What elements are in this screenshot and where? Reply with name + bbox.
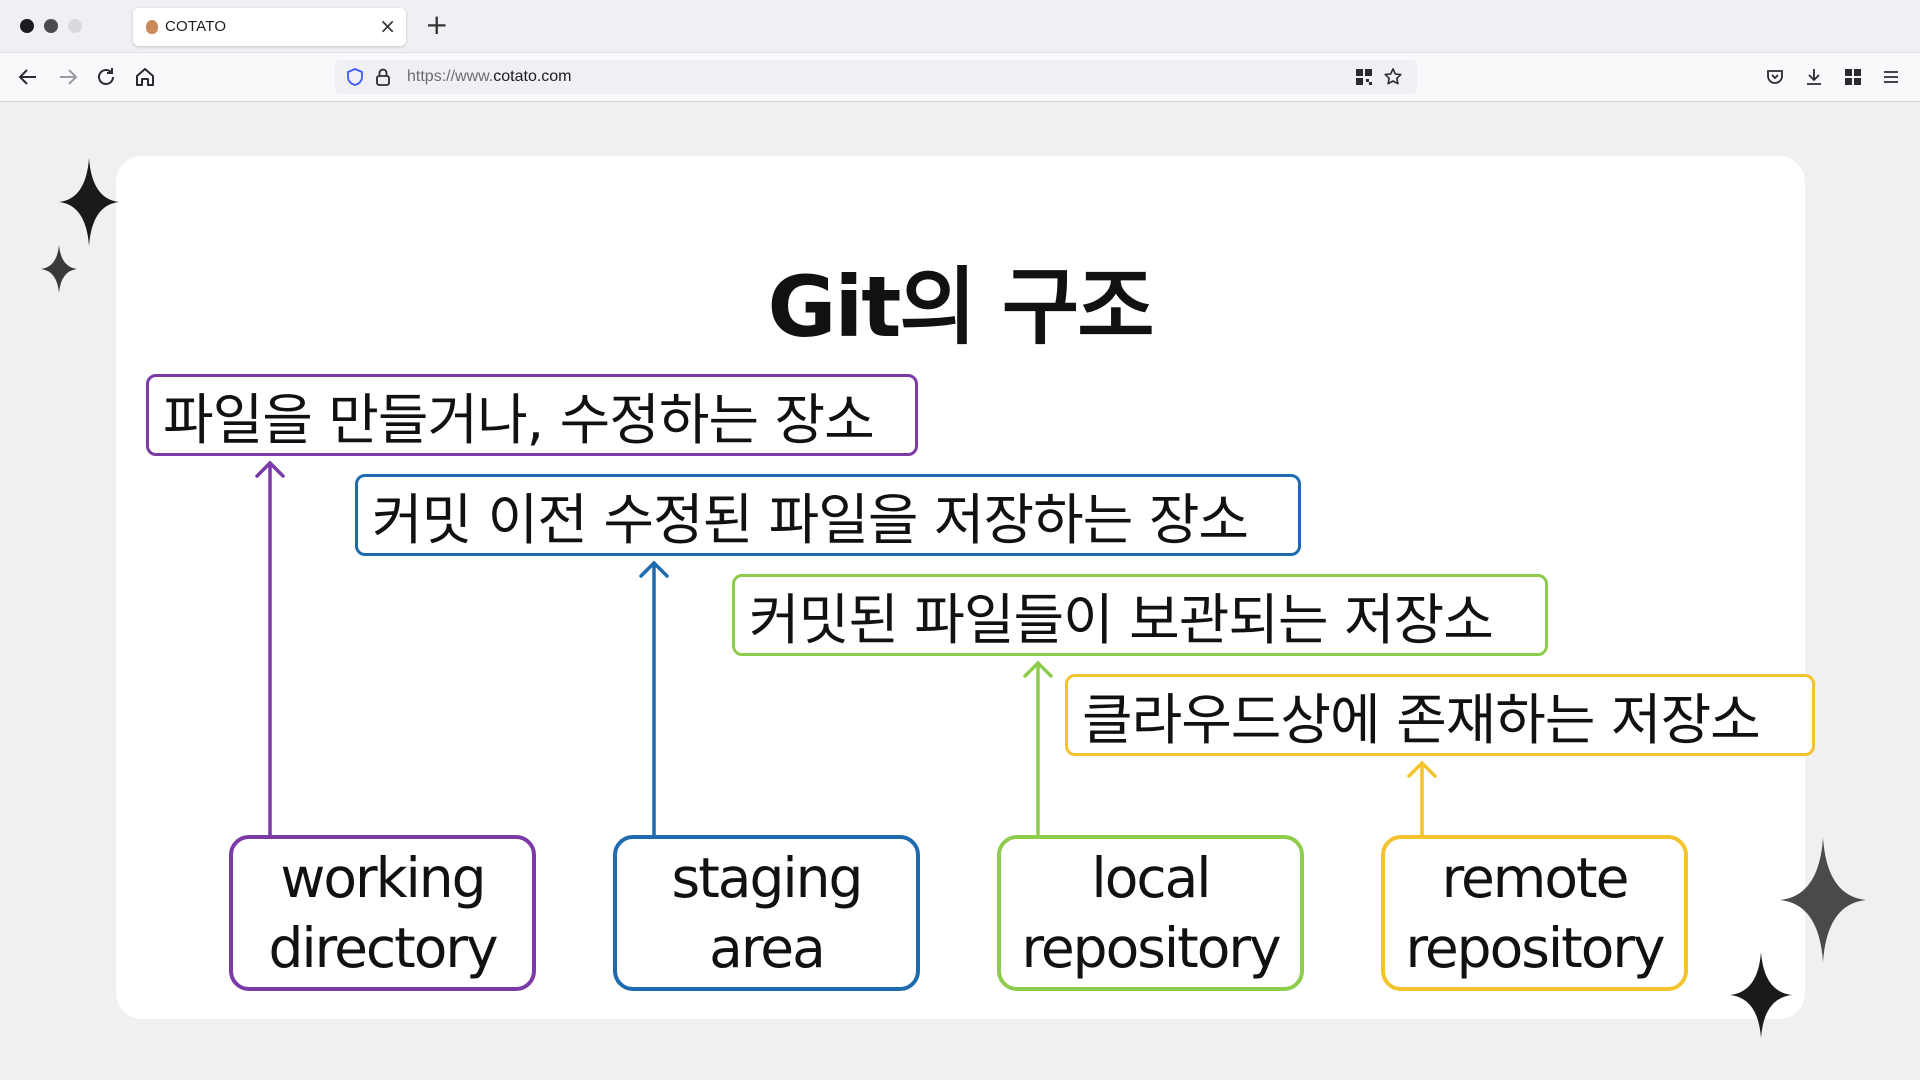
tab-title: COTATO [165,18,227,35]
term-line: repository [1021,916,1281,980]
term-local-repository: local repository [997,835,1304,991]
description-remote-repository: 클라우드상에 존재하는 저장소 [1065,674,1815,756]
term-line: repository [1405,916,1665,980]
menu-button[interactable] [1873,53,1909,101]
term-line: staging [671,846,864,910]
arrow-staging-area [639,560,669,837]
description-working-directory: 파일을 만들거나, 수정하는 장소 [146,374,918,456]
description-local-repository: 커밋된 파일들이 보관되는 저장소 [732,574,1548,656]
sparkle-small-bottom-right-icon [1730,952,1792,1038]
qr-code-icon[interactable] [1355,68,1373,86]
bookmark-star-icon[interactable] [1383,67,1403,87]
arrow-local-repository [1023,660,1053,837]
term-line: remote [1441,846,1630,910]
pocket-button[interactable] [1757,53,1793,101]
term-line: area [709,916,826,980]
url-text[interactable]: https://www.cotato.com [407,68,572,86]
term-line: local [1091,846,1211,910]
forward-button[interactable] [50,53,86,101]
url-bar[interactable]: https://www.cotato.com [335,60,1417,94]
term-line: working [280,846,486,910]
term-working-directory: working directory [229,835,536,991]
new-tab-icon[interactable]: + [425,8,449,41]
navigation-bar: https://www.cotato.com [0,53,1920,102]
home-icon [136,68,154,86]
pocket-icon [1767,70,1783,84]
description-staging-area: 커밋 이전 수정된 파일을 저장하는 장소 [355,474,1301,556]
home-button[interactable] [127,53,163,101]
lock-icon[interactable] [373,66,393,88]
back-arrow-icon [18,69,36,85]
slide-title: Git의 구조 [767,258,1155,356]
term-remote-repository: remote repository [1381,835,1688,991]
term-staging-area: staging area [613,835,920,991]
arrow-working-directory [255,460,285,837]
cotato-favicon-icon [146,20,158,34]
url-scheme: https://www. [407,68,494,85]
download-icon [1807,69,1821,85]
sparkle-large-bottom-right-icon [1780,838,1866,962]
url-host: cotato.com [493,68,572,85]
tab-close-icon[interactable]: × [379,14,396,38]
downloads-button[interactable] [1796,53,1832,101]
sparkle-large-top-left-icon [59,158,119,246]
window-maximize-dot[interactable] [68,19,82,33]
window-minimize-dot[interactable] [44,19,58,33]
arrow-remote-repository [1407,760,1437,837]
extensions-button[interactable] [1835,53,1871,101]
tab-bar: COTATO × + [0,0,1920,53]
sparkle-small-top-left-icon [41,245,77,293]
shield-icon[interactable] [345,67,365,87]
reload-icon [98,68,114,85]
forward-arrow-icon [60,69,78,85]
browser-tab-cotato[interactable]: COTATO × [133,8,406,46]
hamburger-menu-icon [1884,71,1898,83]
window-close-dot[interactable] [20,19,34,33]
extensions-grid-icon [1845,69,1861,85]
reload-button[interactable] [88,53,124,101]
term-line: directory [268,916,498,980]
back-button[interactable] [10,53,46,101]
